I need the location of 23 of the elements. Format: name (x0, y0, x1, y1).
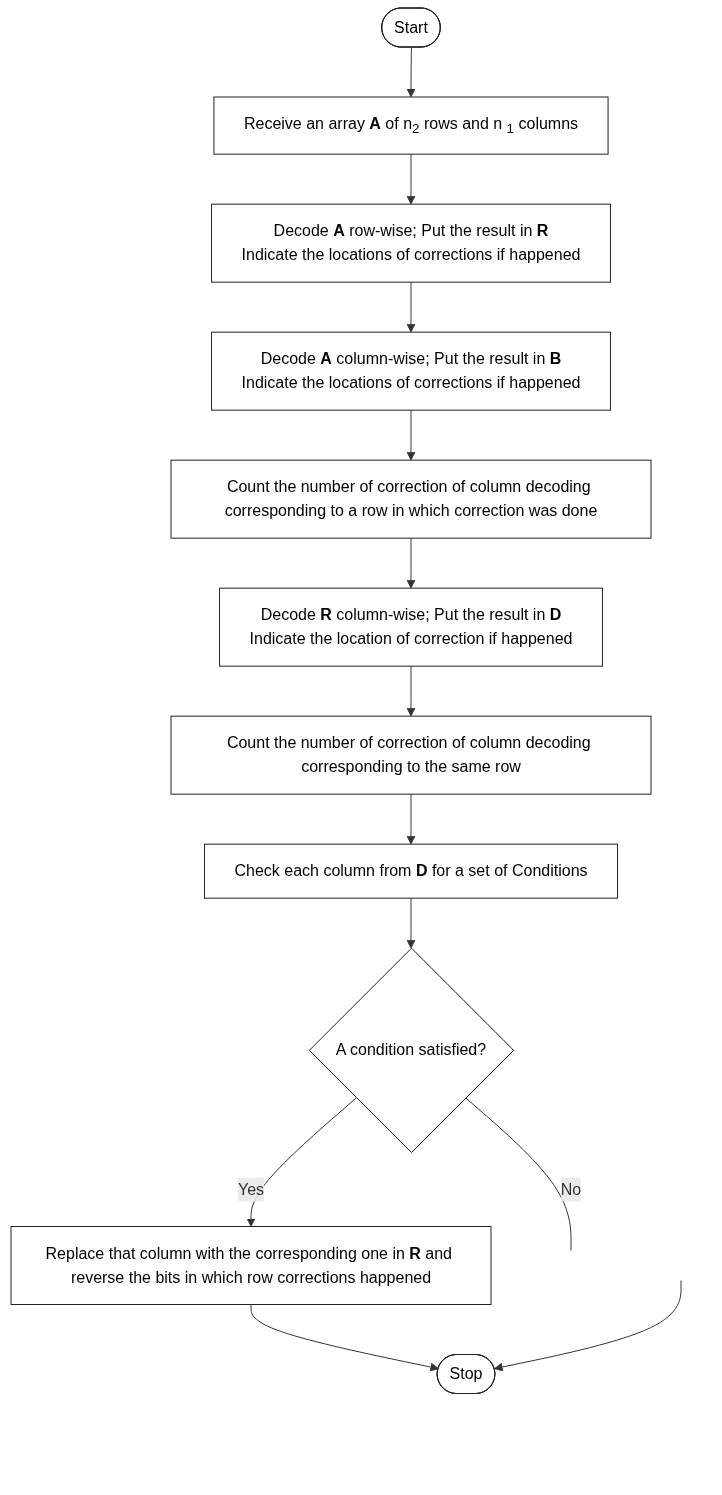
edge-label: No (560, 1180, 582, 1198)
node-box: Decode R column-wise; Put the result in D Indicate the location of correction if happened (219, 587, 603, 667)
node-box: Replace that column with the corresponding one in R and reverse the bits in which row corrections happened (10, 1226, 492, 1305)
arrow (406, 897, 416, 949)
arrow (406, 665, 416, 717)
arrow (406, 47, 416, 98)
node-box: Count the number of correction of column decoding corresponding to a row in which correction was done (170, 459, 652, 539)
arrow (494, 1280, 682, 1372)
edge-label: Yes (237, 1180, 265, 1198)
arrow (250, 1304, 439, 1372)
arrow (246, 1097, 357, 1227)
node-box: Check each column from D for a set of Conditions (203, 843, 619, 899)
arrow (406, 537, 416, 589)
arrow (406, 409, 416, 461)
node-box: Decode A row-wise; Put the result in R Indicate the locations of corrections if happened (211, 203, 611, 283)
arrow (406, 281, 416, 333)
connector (465, 1097, 572, 1251)
node-box: Decode A column-wise; Put the result in B Indicate the locations of corrections if happened (211, 331, 611, 411)
node-box: Receive an array A of n$_{2}$ rows and n $_{1}$ columns (213, 96, 609, 155)
node-diamond: A condition satisfied? (308, 947, 515, 1153)
node-box: Count the number of correction of column decoding corresponding to the same row (170, 715, 652, 795)
arrow (406, 793, 416, 845)
arrow (406, 153, 416, 205)
